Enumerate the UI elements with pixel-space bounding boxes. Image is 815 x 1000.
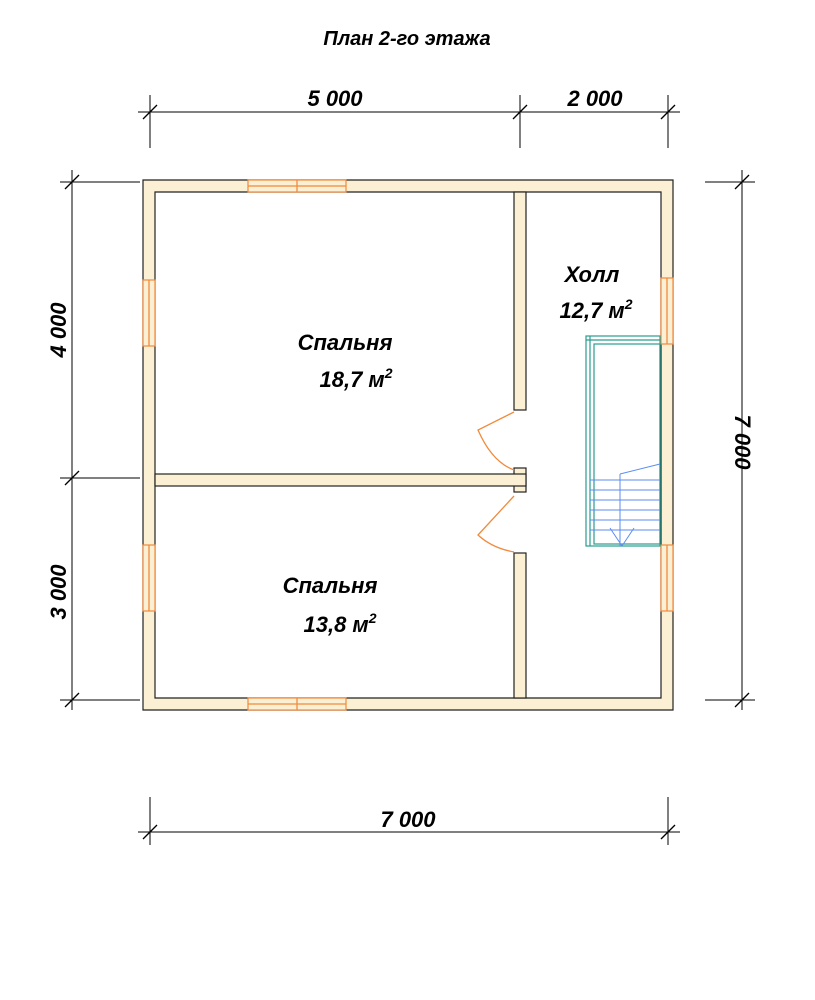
dimension-top xyxy=(138,95,680,148)
dimension-bottom xyxy=(138,797,680,845)
dim-top-right: 2 000 xyxy=(566,86,623,111)
plan-title: План 2-го этажа xyxy=(323,28,490,50)
room-area-bedroom-2: 13,8 м2 xyxy=(303,610,376,637)
dim-top-left: 5 000 xyxy=(307,86,363,111)
dim-left-bottom: 3 000 xyxy=(46,564,71,620)
dim-left-top: 4 000 xyxy=(46,302,71,359)
room-area-hall: 12,7 м2 xyxy=(559,296,632,323)
walls xyxy=(142,179,674,711)
dimension-left xyxy=(60,170,140,710)
dimension-right xyxy=(705,170,755,710)
room-area-bedroom-1: 18,7 м2 xyxy=(319,365,392,392)
doors xyxy=(477,411,515,553)
room-name-bedroom-2: Спальня xyxy=(283,573,378,598)
room-name-hall: Холл xyxy=(563,262,620,287)
dim-bottom: 7 000 xyxy=(380,807,436,832)
room-name-bedroom-1: Спальня xyxy=(298,330,393,355)
windows xyxy=(142,179,674,711)
staircase xyxy=(585,335,661,547)
dim-right: 7 000 xyxy=(730,414,755,470)
